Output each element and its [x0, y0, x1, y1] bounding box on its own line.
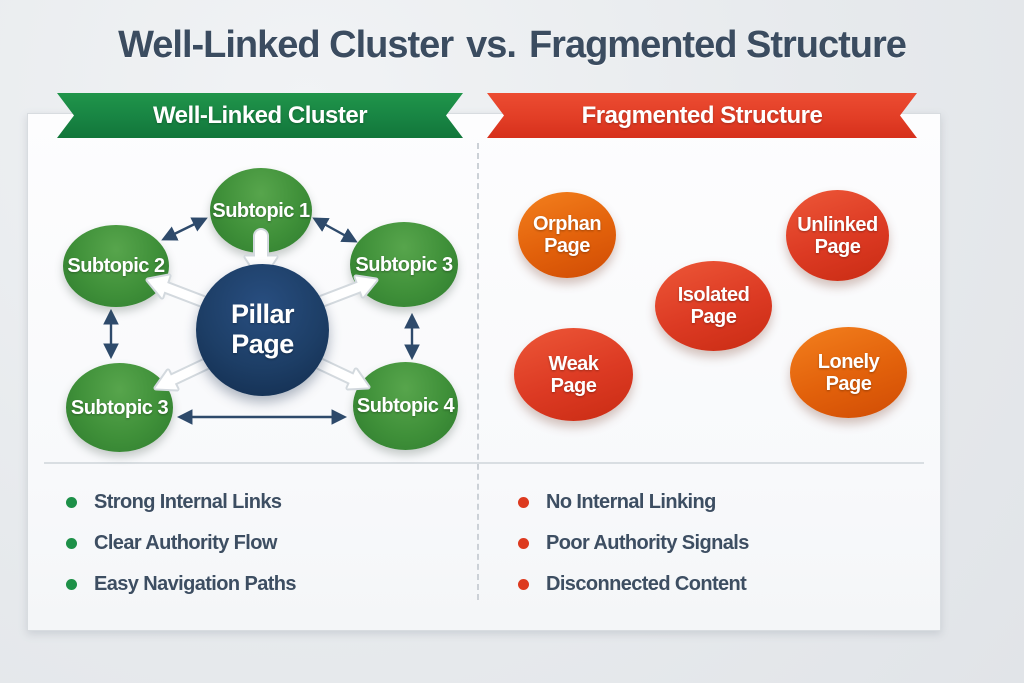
bullet-dot-icon [518, 496, 529, 508]
subtopic-node-2: Subtopic 2 [63, 225, 169, 307]
banner-fragmented-structure: Fragmented Structure [487, 93, 917, 138]
fragmented-node-orphan: Orphan Page [518, 192, 616, 278]
list-item: Easy Navigation Paths [66, 572, 297, 596]
banner-well-linked-cluster: Well-Linked Cluster [57, 93, 463, 138]
fragmented-node-isolated: Isolated Page [655, 261, 772, 351]
fragmented-node-weak: Weak Page [514, 328, 633, 421]
subtopic-node-3-right: Subtopic 3 [350, 222, 458, 307]
fragmented-node-lonely: Lonely Page [790, 327, 907, 418]
bullet-dot-icon [518, 578, 529, 590]
bullet-dot-icon [518, 537, 529, 549]
dashed-vertical-divider [477, 143, 479, 600]
list-item: No Internal Linking [518, 490, 749, 514]
title-vs: vs. [466, 24, 517, 66]
page-title: Well-Linked Cluster vs. Fragmented Struc… [0, 24, 1024, 67]
list-item: Poor Authority Signals [518, 531, 749, 555]
pillar-page-node: Pillar Page [196, 264, 329, 396]
well-linked-benefits-list: Strong Internal Links Clear Authority Fl… [66, 490, 297, 613]
subtopic-node-1: Subtopic 1 [210, 168, 312, 253]
banner-left-label: Well-Linked Cluster [152, 101, 368, 129]
subtopic-node-4: Subtopic 4 [353, 362, 458, 450]
bullet-dot-icon [66, 537, 77, 549]
title-left-part: Well-Linked Cluster [118, 24, 454, 66]
horizontal-separator-line [44, 462, 924, 464]
subtopic-node-3-bottom: Subtopic 3 [66, 363, 173, 452]
bullet-dot-icon [66, 578, 77, 590]
banner-right-label: Fragmented Structure [581, 101, 823, 129]
fragmented-drawbacks-list: No Internal Linking Poor Authority Signa… [518, 490, 749, 613]
list-item: Clear Authority Flow [66, 531, 296, 555]
list-item: Disconnected Content [518, 572, 749, 596]
bullet-dot-icon [66, 496, 77, 508]
list-item: Strong Internal Links [66, 490, 296, 514]
fragmented-node-unlinked: Unlinked Page [786, 190, 889, 281]
title-right-part: Fragmented Structure [528, 24, 907, 66]
